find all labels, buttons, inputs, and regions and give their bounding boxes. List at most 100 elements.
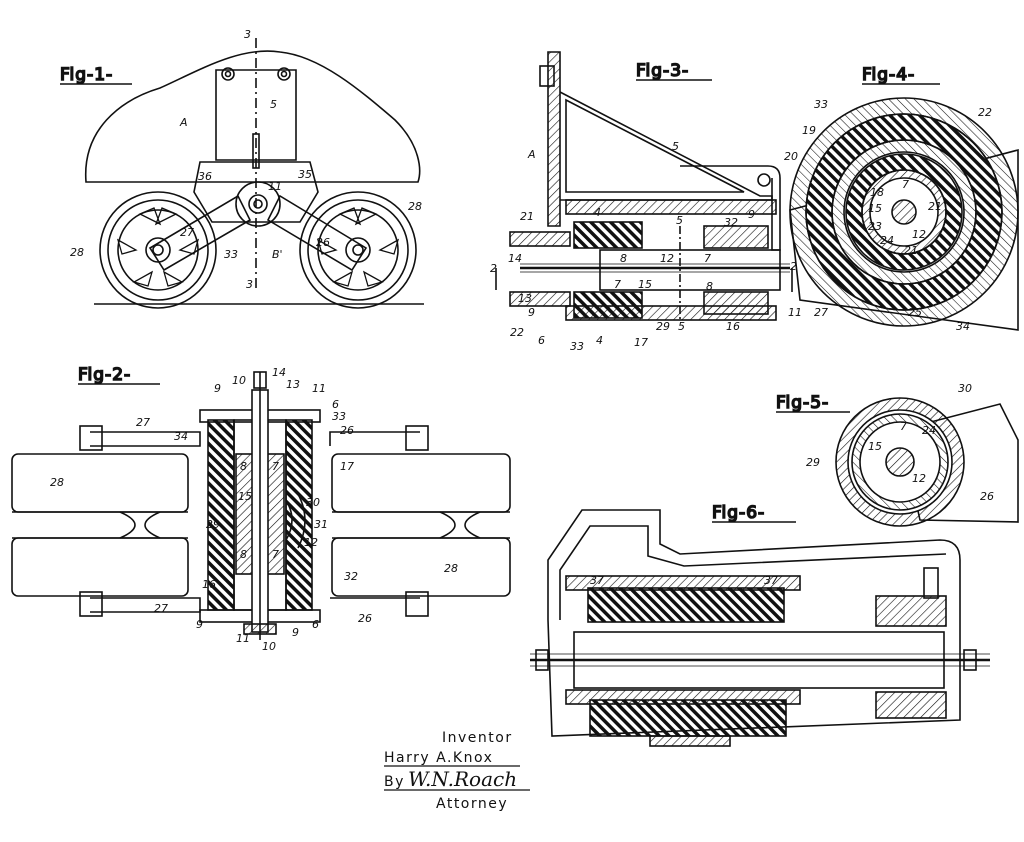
fig3-label: 8 xyxy=(706,280,713,293)
fig2-label: 27 xyxy=(154,602,168,615)
fig5-label: 24 xyxy=(922,424,936,437)
fig4-label: 24 xyxy=(880,234,894,247)
fig1-label: 5 xyxy=(270,98,277,111)
fig2-label: 6 xyxy=(312,618,319,631)
fig2-label: 28 xyxy=(444,562,458,575)
fig3-label: 21 xyxy=(520,210,534,223)
fig3-label: 4 xyxy=(594,206,601,219)
fig2-label: 33 xyxy=(332,410,346,423)
fig3-label: 5 xyxy=(672,140,679,153)
fig2-label: 29 xyxy=(206,518,220,531)
fig2-label: 34 xyxy=(174,430,188,443)
fig2-label: 10 xyxy=(262,640,276,653)
fig4-label: 20 xyxy=(784,150,798,163)
fig3-label: 11 xyxy=(788,306,802,319)
fig6-title: Fig-6- xyxy=(712,503,765,523)
fig2-label: 30 xyxy=(306,496,320,509)
fig4-label: 23 xyxy=(868,220,882,233)
fig2-label: 14 xyxy=(272,366,286,379)
fig1-label: B' xyxy=(272,248,283,261)
fig4-label: 21 xyxy=(904,244,918,257)
fig2-label: 16 xyxy=(202,578,216,591)
fig2-label: 11 xyxy=(312,382,326,395)
fig1-label: 36 xyxy=(198,170,212,183)
fig3-label: 22 xyxy=(510,326,524,339)
fig2-label: 15 xyxy=(238,490,252,503)
fig2-label: 7 xyxy=(272,460,279,473)
wheel-section xyxy=(11,453,189,513)
fig5-title: Fig-5- xyxy=(776,393,829,413)
fig4-label: 34 xyxy=(956,320,970,333)
fig4-title: Fig-4- xyxy=(862,65,915,85)
wheel-right xyxy=(299,191,417,309)
fig3-label: 13 xyxy=(518,292,532,305)
fig5-label: 12 xyxy=(912,472,926,485)
fig3-label: 14 xyxy=(508,252,522,265)
fig3-label: 7 xyxy=(614,278,621,291)
fig3-label: 17 xyxy=(634,336,648,349)
fig2-label: 11 xyxy=(236,632,250,645)
fig2-label: 10 xyxy=(232,374,246,387)
fig2-label: 12 xyxy=(304,536,318,549)
fig3-label: 2 xyxy=(790,260,797,273)
fig2-label: 13 xyxy=(286,378,300,391)
figure-6: Fig-6- 37 37 xyxy=(530,502,990,747)
fig4-label: 25 xyxy=(908,306,922,319)
fig2-label: 26 xyxy=(340,424,354,437)
fig5-label: 15 xyxy=(868,440,882,453)
fig4-label: 7 xyxy=(902,178,909,191)
fig2-label: 26 xyxy=(358,612,372,625)
vehicle-body xyxy=(85,50,421,183)
fig3-label: A xyxy=(527,148,536,161)
fig3-label: 33 xyxy=(570,340,584,353)
signature-block: Inventor Harry A.Knox By W.N.Roach Attor… xyxy=(384,730,530,812)
fig1-label: 3 xyxy=(244,28,251,41)
fig1-label: 3 xyxy=(246,278,253,291)
fig2-label: 7 xyxy=(272,548,279,561)
fig2-label: 6 xyxy=(332,398,339,411)
fig1-label: A xyxy=(179,116,188,129)
inventor-label: Inventor xyxy=(442,730,513,746)
fig3-label: 8 xyxy=(620,252,627,265)
inventor-name: Harry A.Knox xyxy=(384,750,493,766)
figure-1: Fig-1- xyxy=(59,28,424,309)
fig3-label: 6 xyxy=(538,334,545,347)
figure-5: Fig-5- 30 7 24 29 15 12 26 xyxy=(775,382,1019,527)
fig3-label: 4 xyxy=(596,334,603,347)
fig5-label: 30 xyxy=(958,382,972,395)
fig1-label: 27 xyxy=(180,226,194,239)
fig3-title: Fig-3- xyxy=(636,61,689,81)
fig1-label: 33 xyxy=(224,248,238,261)
by-label: By xyxy=(384,774,405,790)
fig3-label: 9 xyxy=(748,208,755,221)
fig3-label: 12 xyxy=(660,252,674,265)
fig6-label: 37 xyxy=(764,574,778,587)
fig2-label: 17 xyxy=(340,460,354,473)
attorney-signature: W.N.Roach xyxy=(408,767,517,791)
fig2-label: 28 xyxy=(50,476,64,489)
fig3-label: 2 xyxy=(490,262,497,275)
fig1-label: 26 xyxy=(316,236,330,249)
fig1-label: 28 xyxy=(70,246,84,259)
fig3-label: 9 xyxy=(528,306,535,319)
fig2-label: 9 xyxy=(196,618,203,631)
fig2-label: 8 xyxy=(240,548,247,561)
wheel-left xyxy=(99,191,217,309)
fig2-title: Fig-2- xyxy=(78,365,131,385)
fig3-label: 15 xyxy=(638,278,652,291)
fig2-label: 9 xyxy=(292,626,299,639)
fig4-label: 21 xyxy=(928,200,942,213)
fig4-label: 19 xyxy=(802,124,816,137)
fig1-label: 35 xyxy=(298,168,312,181)
fig5-label: 29 xyxy=(806,456,820,469)
fig2-label: 31 xyxy=(314,518,328,531)
figure-4: Fig-4- 33 22 19 20 7 18 21 15 23 12 24 2… xyxy=(784,64,1019,333)
fig5-label: 7 xyxy=(900,420,907,433)
fig3-label: 5 xyxy=(676,214,683,227)
fig3-label: 29 xyxy=(656,320,670,333)
fig4-label: 18 xyxy=(870,186,884,199)
fig1-title: Fig-1- xyxy=(60,65,113,85)
fig1-label: 28 xyxy=(408,200,422,213)
figure-2: Fig-2- 14 9 10 1 xyxy=(11,364,511,653)
